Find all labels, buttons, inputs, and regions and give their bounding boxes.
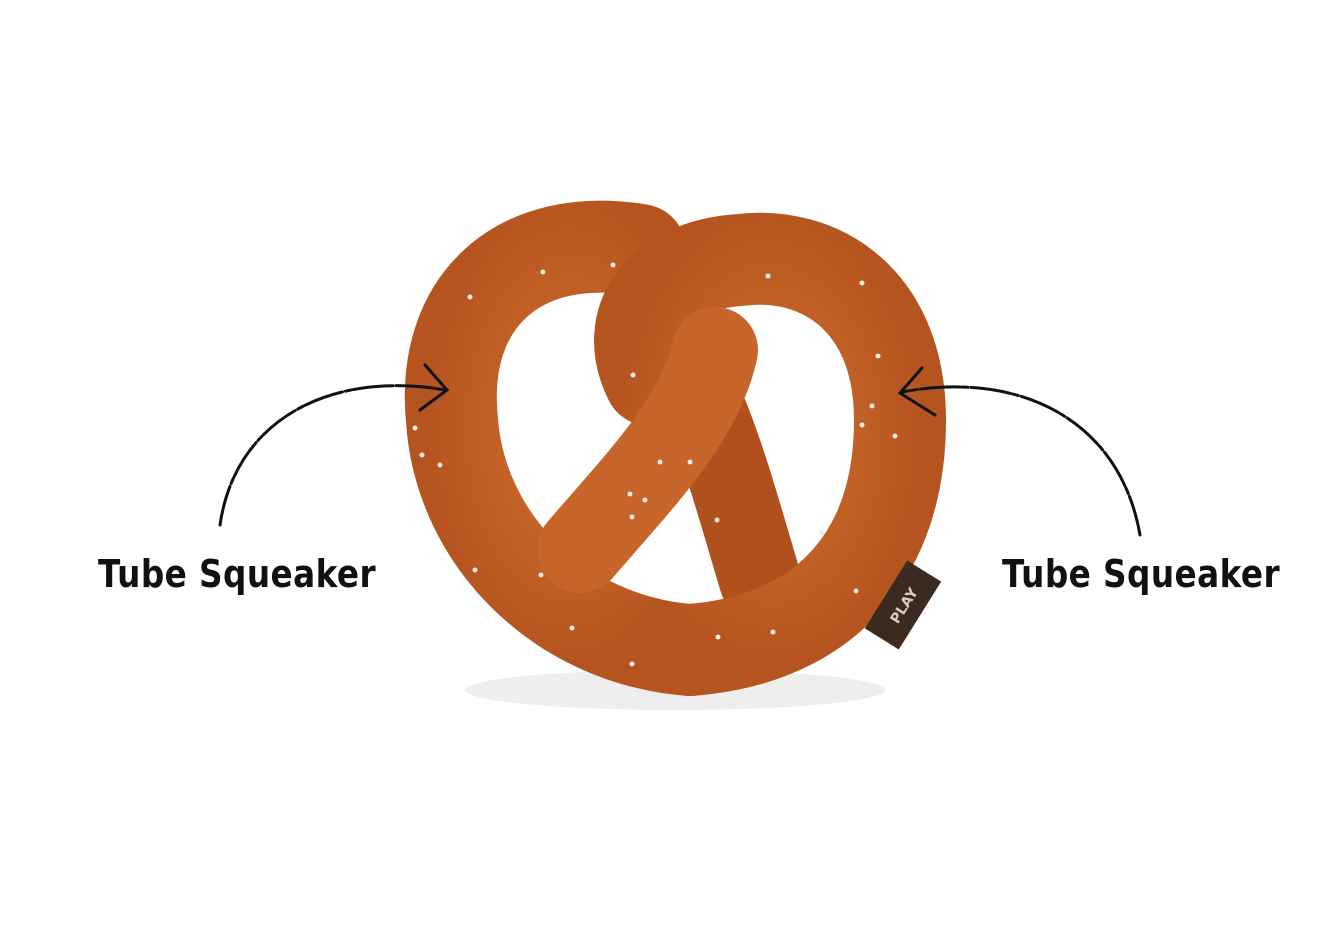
salt-dots — [412, 262, 898, 667]
pretzel-front-strand — [537, 307, 758, 593]
pretzel-left-loop — [404, 200, 736, 696]
brand-tag: PLAY — [864, 560, 942, 650]
right-arrow — [897, 366, 1142, 537]
pretzel-toy: PLAY — [404, 200, 947, 710]
left-tube-squeaker-label: Tube Squeaker — [98, 552, 377, 596]
left-arrow — [218, 363, 450, 527]
right-tube-squeaker-label: Tube Squeaker — [1002, 552, 1281, 596]
pretzel-right-loop — [594, 212, 947, 696]
